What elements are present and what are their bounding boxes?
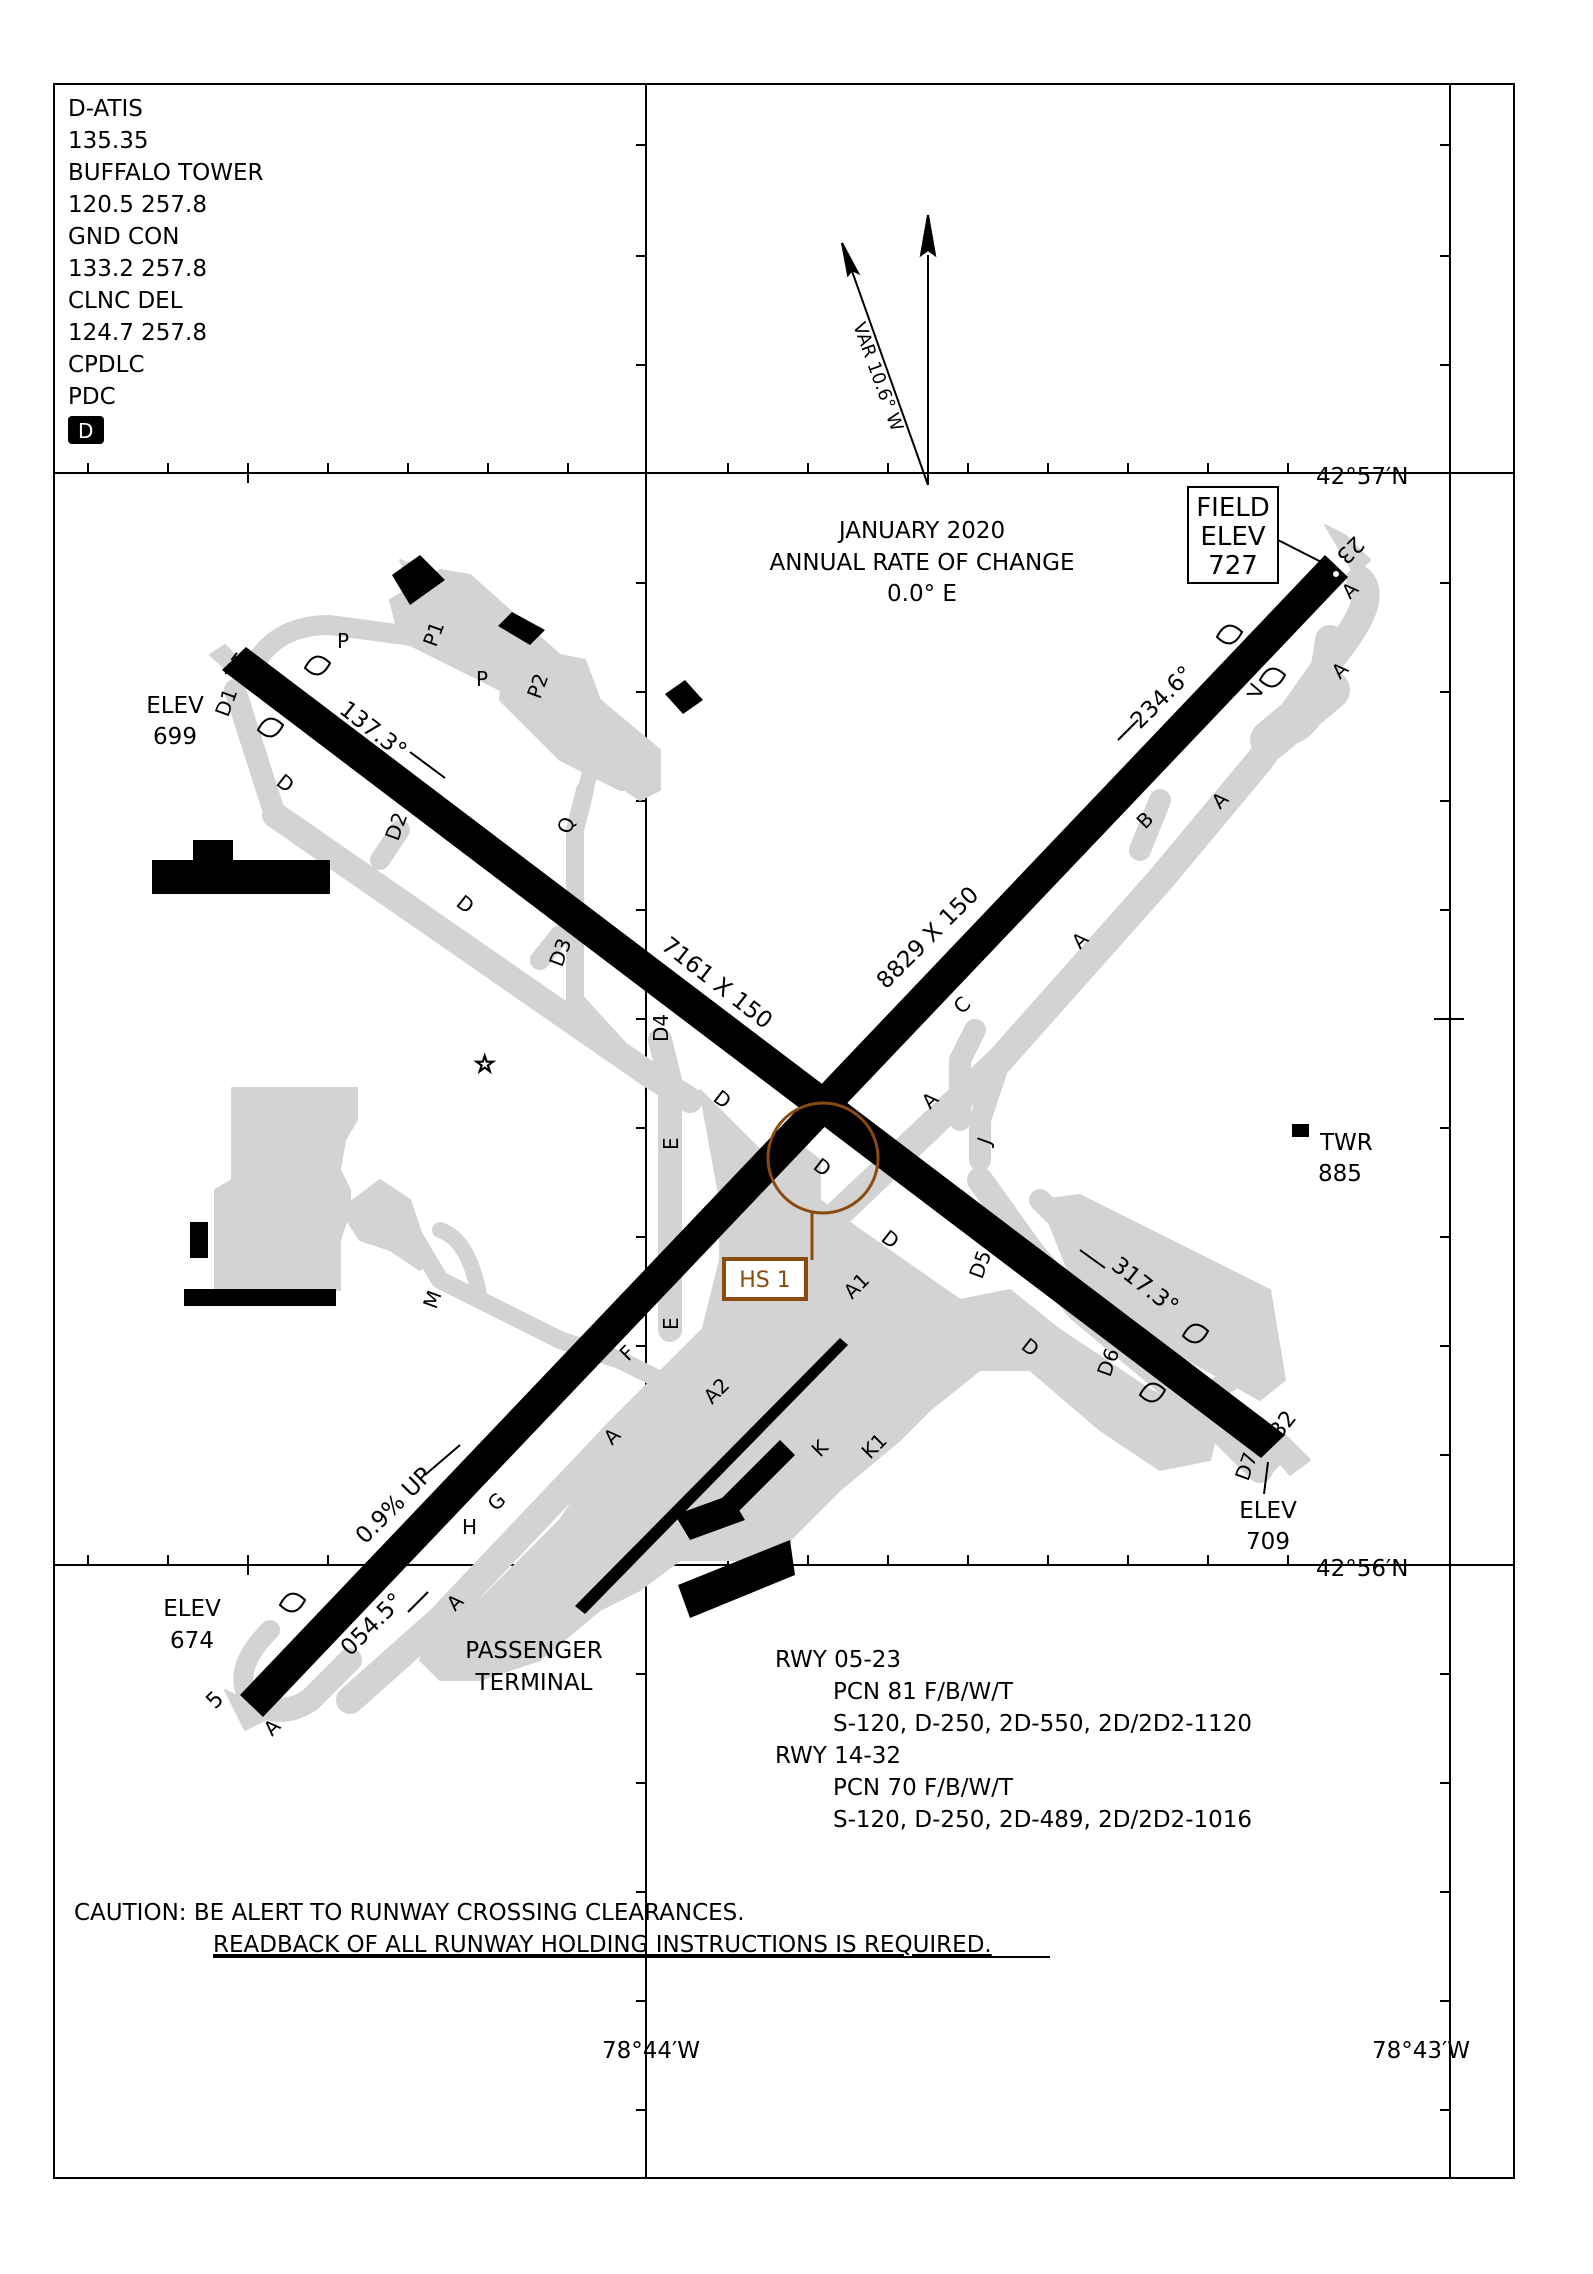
freq-line: 120.5 257.8 xyxy=(68,192,207,218)
freq-line: 124.7 257.8 xyxy=(68,320,207,346)
field-elev-point xyxy=(1331,569,1341,579)
tower-elev: 885 xyxy=(1318,1161,1362,1187)
taxiway-label-d4: D4 xyxy=(649,1014,673,1042)
caution-line: READBACK OF ALL RUNWAY HOLDING INSTRUCTI… xyxy=(213,1932,992,1958)
freq-line: CLNC DEL xyxy=(68,288,183,314)
hotspot-box xyxy=(722,1257,808,1301)
pcn-runway: RWY 14-32 xyxy=(775,1743,901,1769)
taxiway-label-p: P xyxy=(337,629,349,653)
freq-line: PDC xyxy=(68,384,116,410)
beacon-star-icon: ☆ xyxy=(474,1050,496,1078)
frequencies: D-ATIS 135.35 BUFFALO TOWER 120.5 257.8 … xyxy=(68,96,264,444)
pavement-strength: RWY 05-23 PCN 81 F/B/W/T S-120, D-250, 2… xyxy=(775,1647,1252,1833)
taxiway-label-e: E xyxy=(659,1137,683,1150)
runway-05-23 xyxy=(240,555,1348,1717)
taxiway-label-q: Q xyxy=(552,814,580,837)
freq-line: GND CON xyxy=(68,224,179,250)
pcn-runway: RWY 05-23 xyxy=(775,1647,901,1673)
elev-674: 674 xyxy=(170,1628,214,1654)
elev-699: 699 xyxy=(153,724,197,750)
tower-label: TWR xyxy=(1319,1130,1373,1156)
north-arrow-icon xyxy=(841,214,937,486)
freq-line: 133.2 257.8 xyxy=(68,256,207,282)
lighting-symbols xyxy=(256,624,1287,1613)
lat-north: 42°57′N xyxy=(1316,464,1408,490)
taxiway-label-g: G xyxy=(483,1488,511,1516)
magvar-rate: 0.0° E xyxy=(887,581,957,607)
terminal-label: TERMINAL xyxy=(475,1670,593,1696)
magvar-rate-title: ANNUAL RATE OF CHANGE xyxy=(769,550,1074,576)
taxiway-label-c: C xyxy=(949,992,976,1019)
pcn-weights: S-120, D-250, 2D-550, 2D/2D2-1120 xyxy=(833,1711,1252,1737)
taxiway-label-e: E xyxy=(659,1317,683,1330)
elev-label: ELEV xyxy=(146,693,204,719)
terminal-label: PASSENGER xyxy=(465,1638,602,1664)
taxiway-label-d: D xyxy=(452,890,479,918)
caution-line: CAUTION: BE ALERT TO RUNWAY CROSSING CLE… xyxy=(74,1900,745,1926)
digital-badge-icon xyxy=(68,416,104,444)
hotspot-circle xyxy=(766,1101,880,1215)
elev-709: 709 xyxy=(1246,1529,1290,1555)
freq-line: D-ATIS xyxy=(68,96,143,122)
elev-label: ELEV xyxy=(163,1596,221,1622)
field-elev-line: FIELD xyxy=(1196,493,1270,523)
runway-14-32 xyxy=(222,647,1285,1458)
field-elev-line: ELEV xyxy=(1200,522,1265,552)
lon-east: 78°43′W xyxy=(1372,2038,1470,2064)
lat-south: 42°56′N xyxy=(1316,1556,1408,1582)
freq-line: 135.35 xyxy=(68,128,148,154)
magvar-label: VAR 10.6° W xyxy=(848,320,907,435)
frame xyxy=(53,83,1515,2179)
taxiway-label-h: H xyxy=(462,1515,477,1539)
elev-label: ELEV xyxy=(1239,1498,1297,1524)
buildings xyxy=(152,555,1309,1618)
lon-west: 78°44′W xyxy=(602,2038,700,2064)
field-elev-value: 727 xyxy=(1208,551,1258,581)
freq-line: BUFFALO TOWER xyxy=(68,160,264,186)
field-elev-box xyxy=(1187,486,1279,584)
pcn-value: PCN 81 F/B/W/T xyxy=(833,1679,1014,1705)
digital-badge-label: D xyxy=(78,419,93,443)
freq-line: CPDLC xyxy=(68,352,145,378)
hotspot-label: HS 1 xyxy=(739,1268,791,1293)
magvar-date: JANUARY 2020 xyxy=(837,518,1005,544)
heading-arrows xyxy=(407,719,1139,1613)
runways xyxy=(222,555,1348,1717)
pcn-value: PCN 70 F/B/W/T xyxy=(833,1775,1014,1801)
taxiway-label-p: P xyxy=(476,667,488,691)
pcn-weights: S-120, D-250, 2D-489, 2D/2D2-1016 xyxy=(833,1807,1252,1833)
